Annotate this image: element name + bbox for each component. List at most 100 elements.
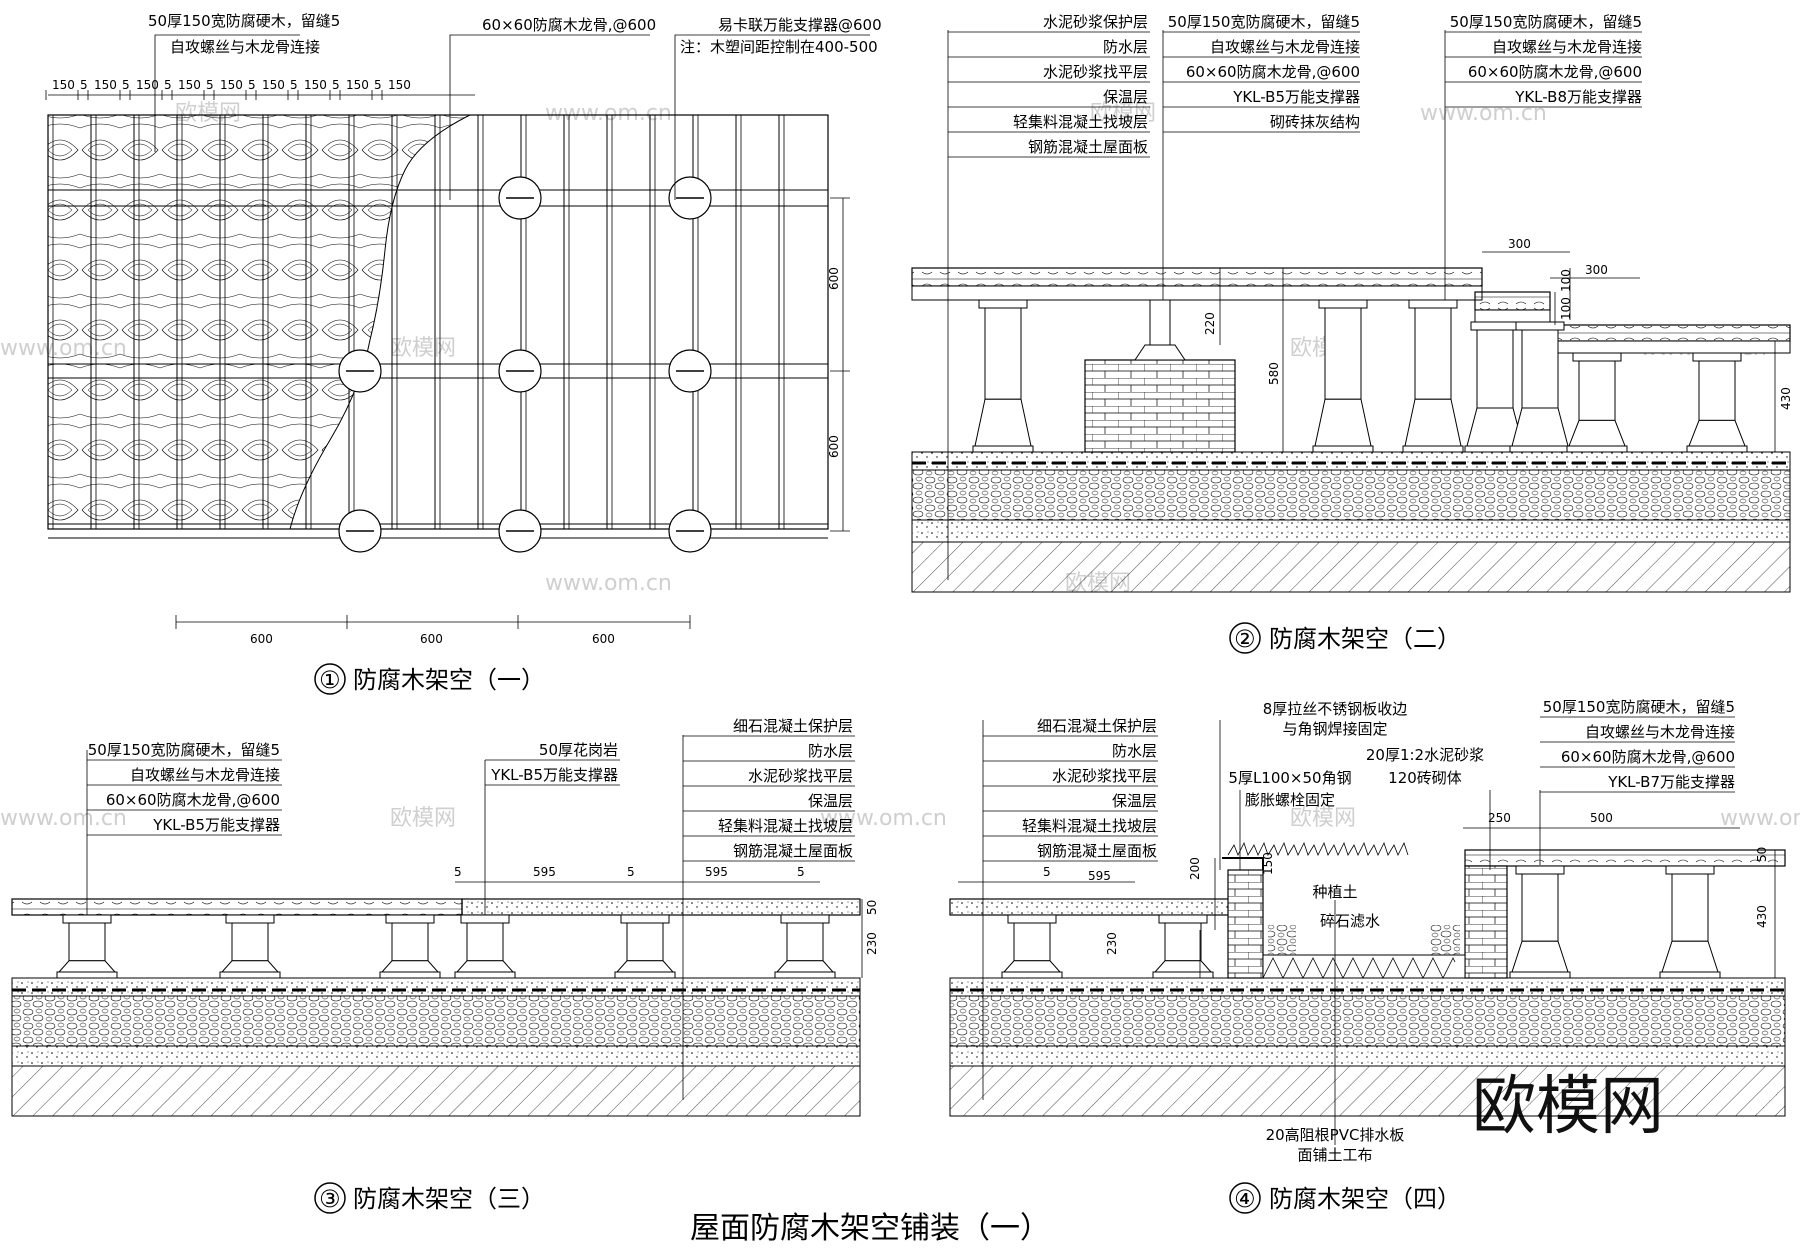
pedestal-tube (1671, 873, 1709, 942)
dim-label: 150 (52, 78, 75, 92)
pedestal-head (1158, 914, 1208, 924)
dim-label: 150 (388, 78, 411, 92)
dim-label: 200 (1188, 857, 1202, 880)
dim-label: 230 (1105, 932, 1119, 955)
pedestal-base (455, 960, 515, 973)
callout-label: 防水层 (1112, 742, 1157, 760)
callout-label: 50厚150宽防腐硬木，留缝5 (88, 741, 280, 759)
dim-label: 5 (206, 78, 214, 92)
brick-wall (1464, 865, 1508, 979)
callout-label: YKL-B5万能支撑器 (152, 816, 280, 834)
pedestal-base (1511, 940, 1569, 973)
callout-label: 50厚150宽防腐硬木，留缝5 (1543, 698, 1735, 716)
callout-label: 20高阻根PVC排水板 (1266, 1126, 1405, 1144)
pedestal-foot (614, 971, 676, 979)
callout-label: 5厚L100×50角钢 (1228, 769, 1351, 787)
pedestal-tube (1013, 922, 1051, 962)
dim-label: 5 (164, 78, 172, 92)
callout-labels: 50厚150宽防腐硬木，留缝5自攻螺丝与木龙骨连接60×60防腐木龙骨,@600… (1445, 13, 1642, 108)
callout-label: 膨胀螺栓固定 (1245, 791, 1335, 809)
detail-number: ④ (1234, 1185, 1256, 1213)
callout-label: 钢筋混凝土屋面板 (733, 842, 853, 860)
pedestal-tube (1324, 307, 1362, 400)
callout-label: 自攻螺丝与木龙骨连接 (1585, 723, 1735, 741)
dim-label: 300 (1508, 237, 1531, 251)
callout-label: 60×60防腐木龙骨,@600 (106, 791, 280, 809)
callout-label: 自攻螺丝与木龙骨连接 (1210, 38, 1360, 56)
pedestal-base (220, 960, 280, 973)
dim-label: 5 (374, 78, 382, 92)
pedestal-foot (379, 971, 441, 979)
callout-label: 50厚花岗岩 (539, 741, 618, 759)
dim-label: 5 (248, 78, 256, 92)
pedestal-base (1568, 419, 1626, 447)
pedestal-tube (1414, 307, 1452, 400)
pedestal-tube (984, 307, 1022, 400)
callout-label: 水泥砂浆找平层 (1043, 63, 1148, 81)
dim-label: 150 (136, 78, 159, 92)
callout-label: 自攻螺丝与木龙骨连接 (130, 766, 280, 784)
dim-label: 150 (346, 78, 369, 92)
callout-label: YKL-B8万能支撑器 (1514, 88, 1642, 106)
plan-deck-boards (47, 115, 785, 529)
pedestal-head (1007, 914, 1057, 924)
pedestal-head (62, 914, 112, 924)
dim-label: 430 (1779, 387, 1793, 410)
callout-label: 细石混凝土保护层 (733, 717, 853, 735)
callout-label: 50厚150宽防腐硬木，留缝5 (1450, 13, 1642, 31)
pedestal-foot (1509, 971, 1571, 979)
pedestal-foot (774, 971, 836, 979)
dim-label: 5 (290, 78, 298, 92)
callout-label: YKL-B5万能支撑器 (1232, 88, 1360, 106)
callout-label: 保温层 (1103, 88, 1148, 106)
detail-number: ② (1234, 625, 1256, 653)
dim-label: 500 (1590, 811, 1613, 825)
dim-label: 580 (1267, 362, 1281, 385)
callout-label: 60×60防腐木龙骨,@600 (1468, 63, 1642, 81)
dim-label: 5 (332, 78, 340, 92)
brick-wall (1227, 869, 1264, 979)
dim-label: 600 (827, 435, 841, 458)
dim-label: 150 (178, 78, 201, 92)
label: 易卡联万能支撑器@600 (718, 16, 882, 34)
pedestal-tube (1521, 329, 1559, 409)
pedestal-tube (626, 922, 664, 962)
pedestal-base (57, 960, 117, 973)
callout-label: YKL-B7万能支撑器 (1607, 773, 1735, 791)
callout-label: 与角钢焊接固定 (1282, 720, 1387, 738)
watermark-text: www.om.cn (820, 806, 947, 831)
pedestal-foot (454, 971, 516, 979)
callout-label: 轻集料混凝土找坡层 (718, 817, 853, 835)
dim-label: 100 (1559, 269, 1573, 292)
pedestal-tube (466, 922, 504, 962)
pedestal-foot (1659, 971, 1721, 979)
label: 注：木塑间距控制在400-500 (680, 38, 878, 56)
dim-label: 150 (1261, 852, 1275, 875)
pedestal-base (1404, 398, 1462, 447)
callout-label: 20厚1:2水泥砂浆 (1366, 746, 1484, 764)
pedestal-base (1002, 960, 1062, 973)
pedestal-head (225, 914, 275, 924)
callout-labels: 8厚拉丝不锈钢板收边与角钢焊接固定5厚L100×50角钢膨胀螺栓固定20厚1:2… (1228, 700, 1484, 1164)
callout-label: 碎石滤水 (1320, 912, 1380, 930)
dim-label: 230 (865, 932, 879, 955)
drawing-title: 屋面防腐木架空铺装（一） (690, 1211, 1050, 1246)
dim-label: 595 (1088, 869, 1111, 883)
dim-label: 430 (1755, 905, 1769, 928)
pedestal-tube (1578, 360, 1616, 421)
callout-label: 水泥砂浆保护层 (1043, 13, 1148, 31)
dim-label: 150 (94, 78, 117, 92)
watermark-text: 欧模网 (1090, 101, 1156, 126)
granite-slab (461, 898, 861, 916)
dim-label: 50 (1755, 847, 1769, 862)
deck-board (911, 267, 1483, 287)
dim-label: 220 (1203, 312, 1217, 335)
dim-label: 600 (250, 632, 273, 646)
pedestal-tube (1521, 873, 1559, 942)
dim-label: 600 (592, 632, 615, 646)
pedestal-foot (1152, 971, 1214, 979)
dim-label: 300 (1585, 263, 1608, 277)
callout-label: 种植土 (1312, 883, 1357, 901)
watermark-text: 欧模网 (390, 806, 456, 831)
